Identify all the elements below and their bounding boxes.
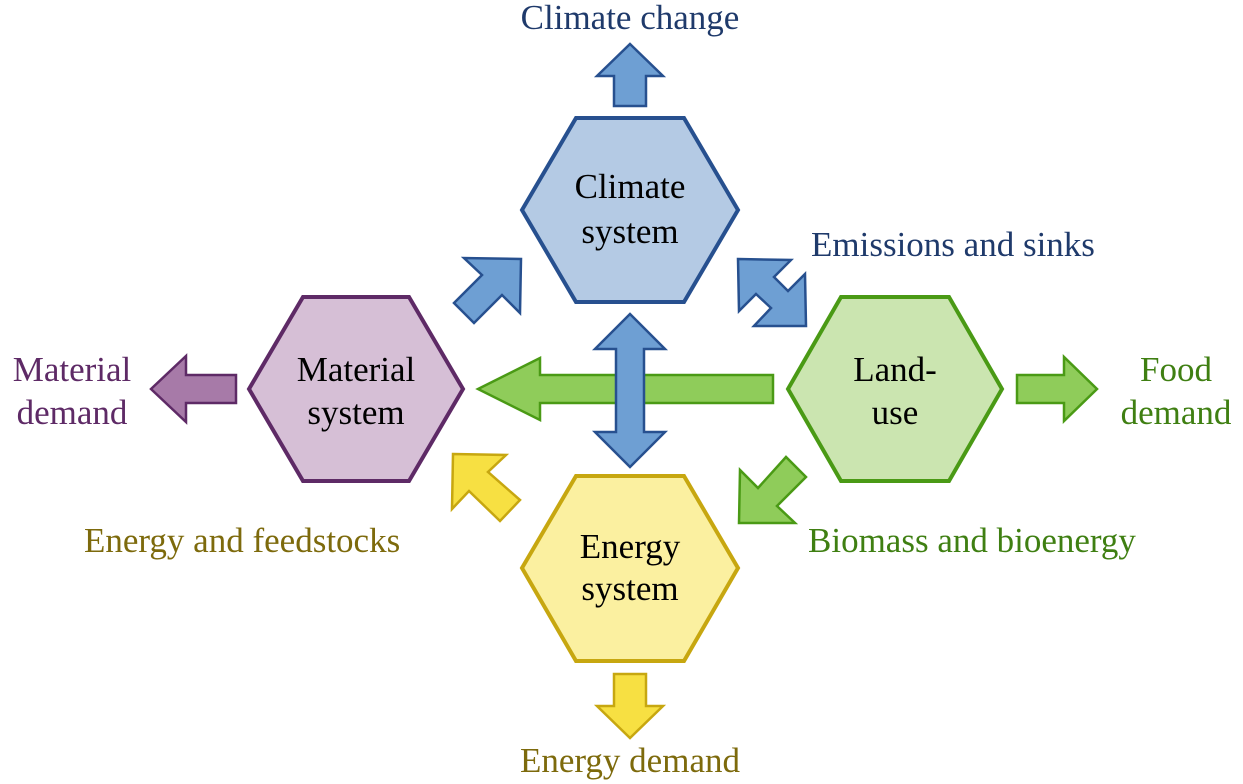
- biomass-bioenergy-arrow-icon: [737, 455, 808, 525]
- food-demand-right-arrow-icon: [1015, 354, 1099, 424]
- energy-node-line2: system: [581, 569, 678, 608]
- land-node-line2: use: [872, 393, 919, 432]
- climate-hexagon: [519, 116, 741, 304]
- land-hexagon: [785, 295, 1005, 483]
- material-system-node: Material system: [246, 295, 466, 483]
- material-to-climate-arrow-icon: [452, 256, 523, 325]
- material-demand-label-line2: demand: [17, 393, 128, 432]
- climate-change-up-arrow-icon: [593, 42, 667, 108]
- energy-system-node: Energy system: [519, 474, 741, 663]
- food-demand-label-line1: Food: [1140, 350, 1212, 389]
- climate-system-node: Climate system: [519, 116, 741, 304]
- energy-feedstocks-arrow-icon: [450, 452, 522, 523]
- energy-hexagon: [519, 474, 741, 663]
- emissions-sinks-double-arrow-icon: [736, 257, 808, 328]
- material-demand-left-arrow-icon: [149, 353, 238, 425]
- climate-node-line1: Climate: [575, 167, 686, 206]
- climate-energy-double-arrow-icon: [591, 312, 669, 469]
- food-demand-label-line2: demand: [1121, 393, 1232, 432]
- energy-demand-down-arrow-icon: [593, 672, 667, 740]
- material-node-line1: Material: [297, 350, 416, 389]
- climate-node-line2: system: [581, 212, 678, 251]
- material-node-line2: system: [307, 393, 404, 432]
- land-node-line1: Land-: [853, 350, 937, 389]
- biomass-bioenergy-label: Biomass and bioenergy: [808, 521, 1136, 560]
- climate-change-label: Climate change: [521, 0, 740, 37]
- energy-node-line1: Energy: [580, 527, 681, 566]
- material-hexagon: [246, 295, 466, 483]
- emissions-sinks-label: Emissions and sinks: [811, 225, 1095, 264]
- energy-feedstocks-label: Energy and feedstocks: [84, 521, 400, 560]
- land-use-node: Land- use: [785, 295, 1005, 483]
- material-demand-label-line1: Material: [13, 350, 132, 389]
- energy-demand-label: Energy demand: [520, 741, 740, 780]
